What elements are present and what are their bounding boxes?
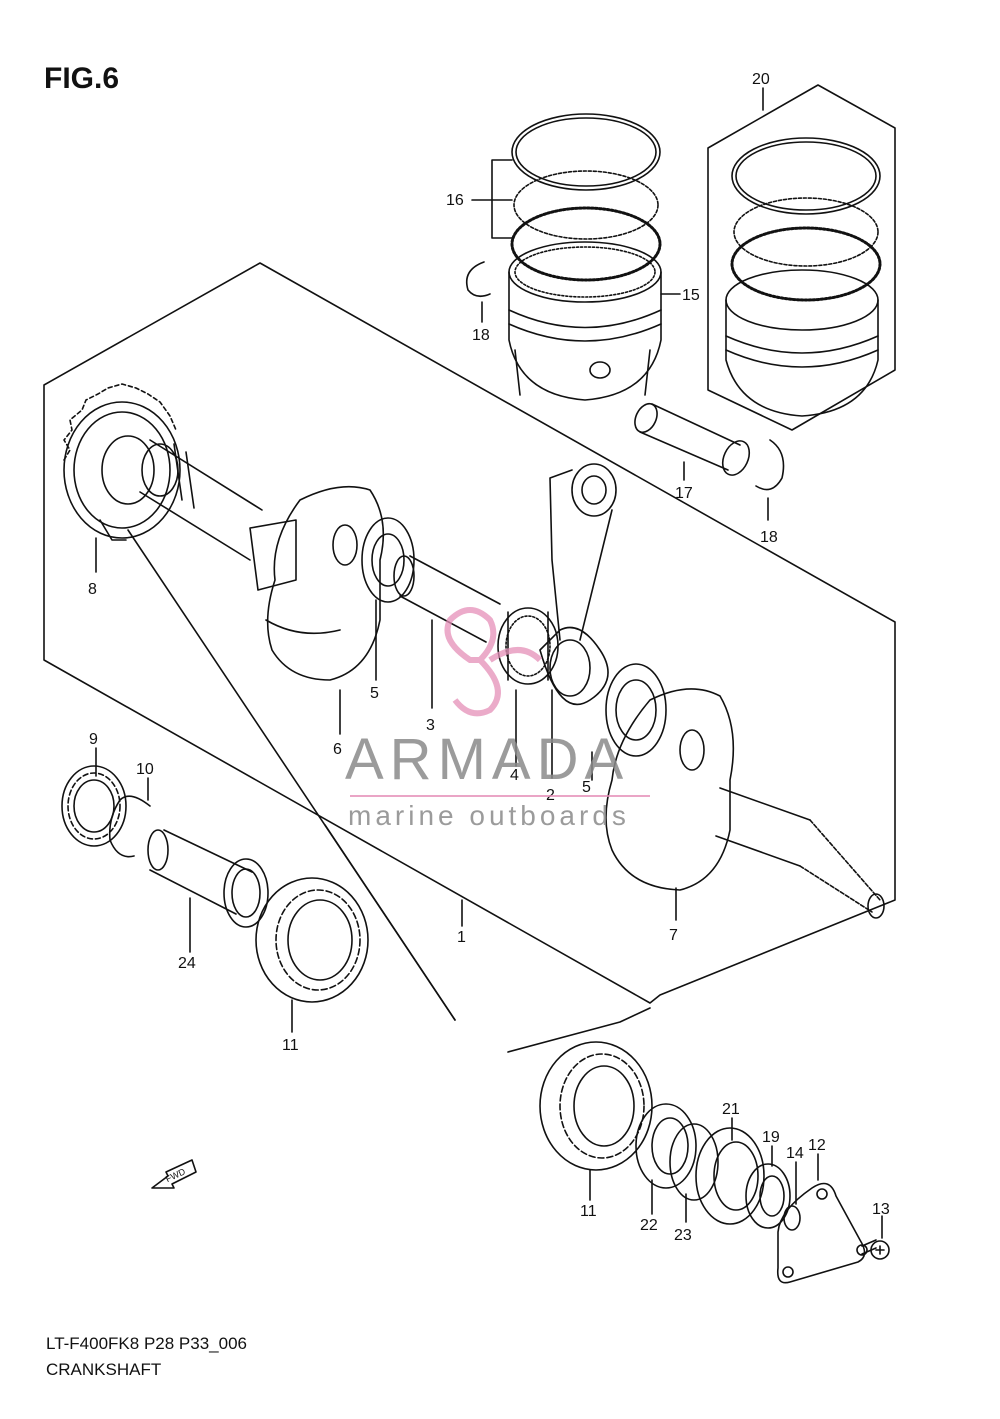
callout-13: 13 [872, 1201, 890, 1218]
callout-15: 15 [682, 287, 700, 304]
figure-caption: CRANKSHAFT [46, 1360, 162, 1379]
callout-4: 4 [510, 767, 519, 784]
callout-24: 24 [178, 955, 196, 972]
roller-bearing-11-left [255, 877, 369, 1003]
ball-bearing-9 [61, 765, 127, 847]
retainer-plate-12 [776, 1182, 866, 1284]
thrust-washer-5-right [605, 663, 667, 757]
figure-code: LT-F400FK8 P28 P33_006 [46, 1334, 247, 1353]
crank-gear-8 [63, 383, 181, 541]
needle-bearing-4 [497, 607, 559, 685]
piston-set-frame [707, 84, 896, 431]
assembly-frame-diag-right [324, 824, 456, 1021]
ring-23 [669, 1123, 719, 1201]
screw-13 [861, 1239, 890, 1260]
oil-seal-21 [695, 1127, 765, 1225]
watermark-tagline: marine outboards [348, 800, 630, 831]
bearing-22 [635, 1103, 697, 1189]
washer-14 [783, 1205, 801, 1231]
piston-pin-17 [634, 402, 751, 476]
callout-16: 16 [446, 192, 464, 209]
circlip-10 [108, 795, 151, 858]
callout-20: 20 [752, 71, 770, 88]
callout-5-right: 5 [582, 779, 591, 796]
watermark-brand: ARMADA [345, 727, 630, 792]
callout-9: 9 [89, 731, 98, 748]
spacer-19 [745, 1163, 791, 1229]
callout-5-left: 5 [370, 685, 379, 702]
callout-1: 1 [457, 929, 466, 946]
callout-11-left: 11 [282, 1037, 299, 1054]
callout-18-top: 18 [472, 327, 490, 344]
callout-12: 12 [808, 1137, 826, 1154]
crank-web-7 [605, 688, 885, 919]
callout-8: 8 [88, 581, 97, 598]
callout-17: 17 [675, 485, 693, 502]
crankshaft-left-shaft [139, 439, 297, 591]
circlip-18-bottom [755, 439, 785, 491]
connecting-rod-2 [539, 463, 617, 706]
piston-set-20 [725, 137, 882, 417]
callout-21: 21 [722, 1101, 740, 1118]
callout-11-right: 11 [580, 1203, 597, 1220]
callout-10: 10 [136, 761, 154, 778]
assembly-frame [43, 262, 896, 1004]
callout-22: 22 [640, 1217, 658, 1234]
crank-web-6 [265, 485, 385, 681]
callout-18-bottom: 18 [760, 529, 778, 546]
callout-23: 23 [674, 1227, 692, 1244]
figure-title: FIG.6 [44, 62, 120, 95]
callout-19: 19 [762, 1129, 780, 1146]
sleeve-24 [147, 829, 269, 928]
callout-14: 14 [786, 1145, 804, 1162]
callout-7: 7 [669, 927, 678, 944]
ball-bearing-11-right [539, 1041, 653, 1171]
fwd-arrow-icon [151, 1159, 197, 1189]
thrust-washer-5-left [361, 517, 415, 603]
piston-15 [508, 241, 662, 401]
crank-pin-3 [393, 555, 501, 643]
watermark-divider [350, 795, 650, 797]
armada-logo-mark [444, 607, 543, 717]
callout-6: 6 [333, 741, 342, 758]
circlip-18-top [465, 261, 491, 298]
piston-rings-16 [510, 113, 662, 282]
callout-3: 3 [426, 717, 435, 734]
